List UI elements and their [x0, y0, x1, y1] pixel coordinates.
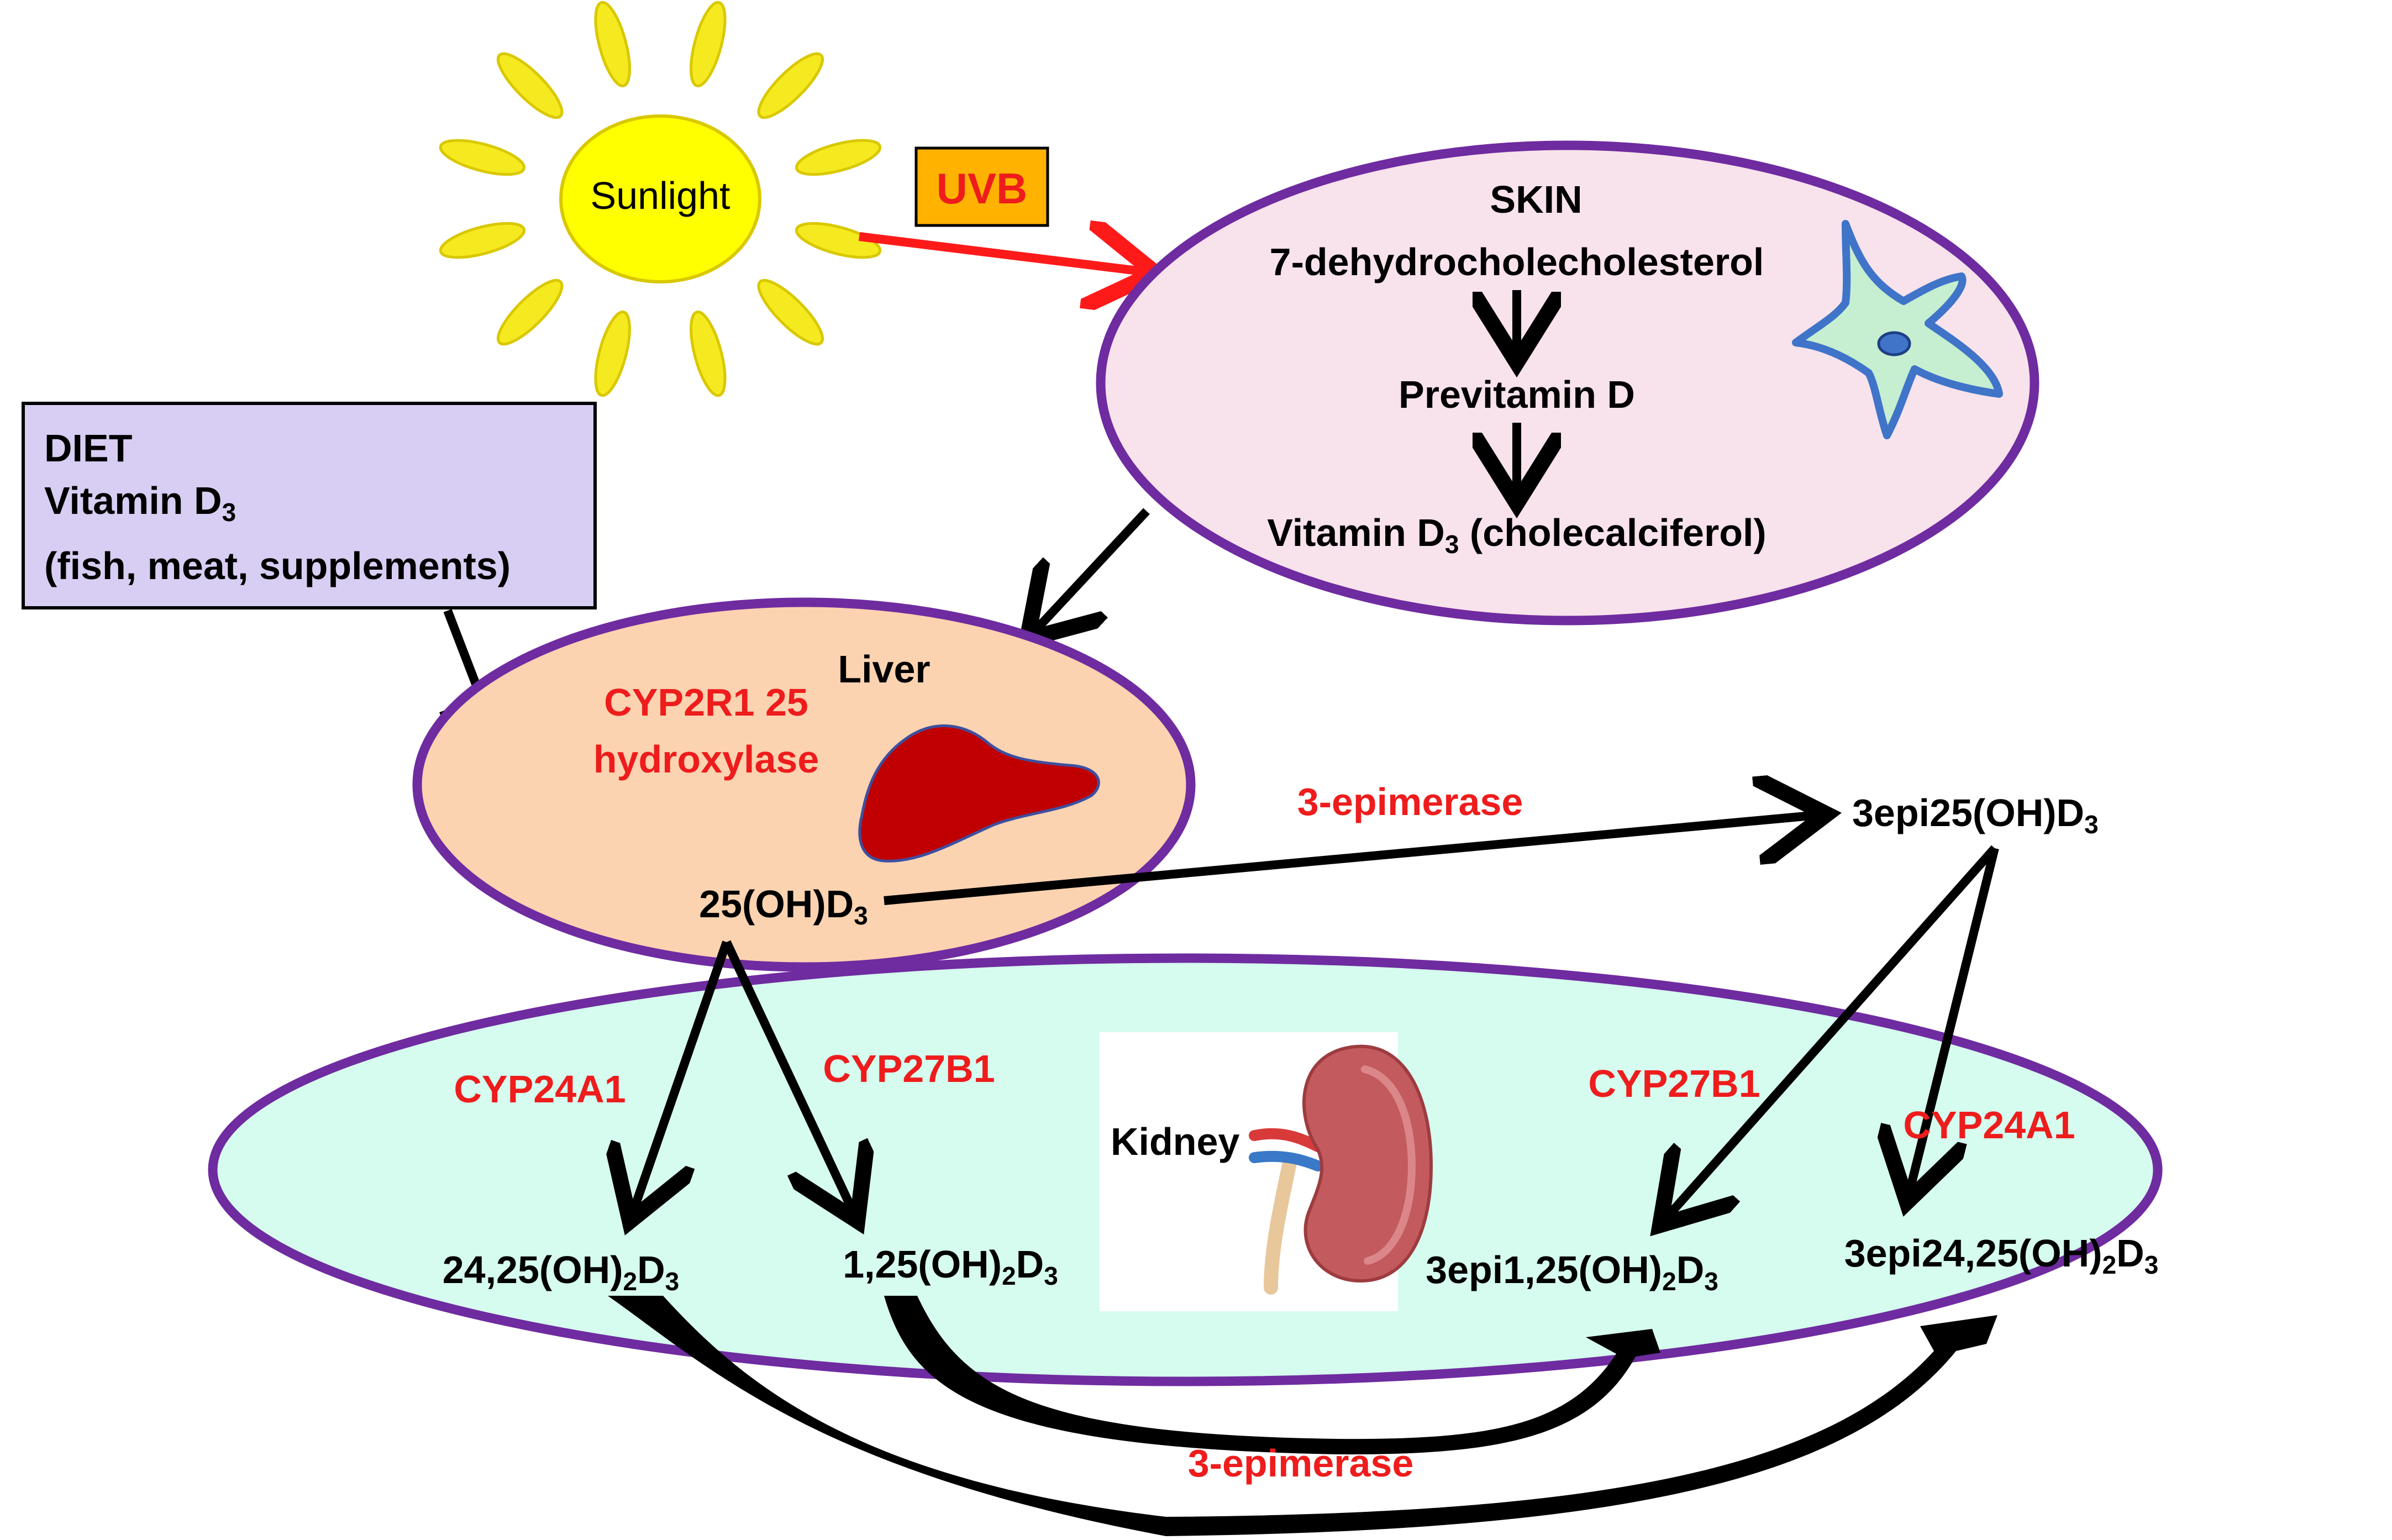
kidney-organ-icon — [1249, 1044, 1433, 1295]
sun-ray — [439, 222, 525, 259]
uvb-arrow — [859, 236, 1147, 272]
sun-ray — [757, 278, 824, 346]
epimerase-top-arrow — [884, 815, 1818, 905]
liver-enzyme-line2: hydroxylase — [593, 738, 819, 781]
skin-region — [1096, 140, 2039, 626]
kidney-panel: Kidney — [1100, 1032, 1433, 1311]
p2-main: 1,25(OH) — [843, 1243, 1002, 1286]
product-1-25-oh2-d3: 1,25(OH)2D3 — [843, 1243, 1058, 1290]
skin-step-7dhc: 7-dehydrocholecholesterol — [1270, 240, 1764, 283]
diet-vitd3-sub: 3 — [222, 498, 236, 527]
p4-sub: 2 — [2102, 1250, 2117, 1279]
p1-sub2: 3 — [665, 1267, 680, 1296]
p4-end: D — [2116, 1232, 2144, 1275]
arrow-to-1-25 — [722, 940, 854, 1213]
skin-cell-icon — [1792, 220, 2003, 439]
uvb-box — [914, 146, 1049, 227]
p2-sub: 2 — [1002, 1262, 1016, 1290]
sun-ray — [690, 311, 727, 397]
p1-end: D — [637, 1248, 665, 1291]
liver-product-main: 25(OH)D — [699, 882, 854, 926]
kidney-enzyme-cyp24a1-right: CYP24A1 — [1903, 1103, 2075, 1147]
epimerase-top-label: 3-epimerase — [1297, 780, 1523, 823]
kidney-enzyme-cyp24a1-left: CYP24A1 — [454, 1068, 625, 1111]
product-3epi1-25-oh2-d3: 3epi1,25(OH)2D3 — [1426, 1248, 1718, 1296]
sun-ray — [439, 139, 525, 176]
product-3epi24-25-oh2-d3: 3epi24,25(OH)2D3 — [1844, 1232, 2159, 1279]
sun-ray — [496, 278, 564, 346]
diet-title: DIET — [44, 427, 132, 470]
skin-vitd3-main: Vitamin D — [1267, 511, 1445, 554]
kidney-vein — [1249, 1150, 1323, 1171]
kidney-title: Kidney — [1111, 1120, 1239, 1163]
epimerase-bottom-label: 3-epimerase — [1188, 1442, 1414, 1485]
diet-vitd3-main: Vitamin D — [44, 479, 222, 522]
sun-label: Sunlight — [591, 174, 730, 217]
p4-sub2: 3 — [2144, 1250, 2159, 1279]
sun-ray — [594, 1, 631, 87]
liver-region — [412, 597, 1196, 972]
skin-to-liver-arrow — [1033, 508, 1150, 633]
epi25-product: 3epi25(OH)D3 — [1852, 791, 2099, 839]
sun-icon: Sunlight — [439, 1, 882, 397]
arrow-to-3epi24-25 — [1909, 847, 1999, 1194]
sun-ray — [795, 222, 882, 259]
sun-rays — [439, 1, 882, 397]
arrow-to-3epi1-25 — [1666, 845, 1998, 1218]
diet-sources: (fish, meat, supplements) — [44, 544, 511, 587]
p2-end: D — [1016, 1243, 1044, 1286]
p3-main: 3epi1,25(OH) — [1426, 1248, 1662, 1291]
p3-sub: 2 — [1662, 1267, 1676, 1296]
p1-sub: 2 — [623, 1267, 638, 1296]
kidney-enzyme-cyp27b1-right: CYP27B1 — [1588, 1062, 1760, 1105]
sun-ray — [757, 52, 824, 119]
skin-vitd3-sub: 3 — [1445, 530, 1459, 559]
skin-vitd3-tail: (cholecalciferol) — [1459, 511, 1766, 554]
liver-organ-icon — [858, 724, 1100, 863]
sun-ray — [795, 139, 882, 176]
kidney-ureter — [1264, 1153, 1297, 1295]
kidney-highlight — [1361, 1065, 1416, 1265]
diet-box: DIET Vitamin D3 (fish, meat, supplements… — [22, 402, 597, 609]
p4-main: 3epi24,25(OH) — [1844, 1232, 2102, 1275]
epimerase-curve-outer — [608, 1296, 1997, 1536]
product-24-25-oh2-d3: 24,25(OH)2D3 — [443, 1248, 680, 1296]
uvb-label: UVB — [937, 164, 1028, 213]
liver-enzyme-line1: CYP2R1 25 — [604, 681, 808, 724]
p3-sub2: 3 — [1704, 1267, 1718, 1296]
sun-disc — [559, 114, 761, 283]
skin-step-previtamin: Previtamin D — [1399, 373, 1635, 416]
arrow-to-24-25 — [633, 940, 731, 1213]
p2-sub2: 3 — [1044, 1262, 1058, 1290]
sun-ray — [496, 52, 564, 119]
skin-cell-body — [1792, 220, 2003, 439]
kidney-artery — [1249, 1128, 1323, 1152]
liver-product-25ohd3: 25(OH)D3 — [699, 882, 868, 930]
liver-product-sub: 3 — [854, 901, 868, 930]
skin-cell-nucleus — [1877, 331, 1911, 356]
sun-ray — [690, 1, 727, 87]
kidney-enzyme-cyp27b1-left: CYP27B1 — [823, 1047, 995, 1090]
p3-end: D — [1676, 1248, 1705, 1291]
p1-main: 24,25(OH) — [443, 1248, 623, 1291]
liver-title: Liver — [838, 648, 930, 691]
sun-ray — [594, 311, 631, 397]
diet-box-bg — [22, 402, 597, 609]
uvb-label-box: UVB — [914, 146, 1049, 227]
skin-title: SKIN — [1490, 178, 1582, 221]
epi25-sub: 3 — [2084, 810, 2099, 839]
diet-vitd3: Vitamin D3 — [44, 479, 236, 527]
skin-step-vitd3: Vitamin D3 (cholecalciferol) — [1267, 511, 1766, 559]
epi25-main: 3epi25(OH)D — [1852, 791, 2084, 834]
